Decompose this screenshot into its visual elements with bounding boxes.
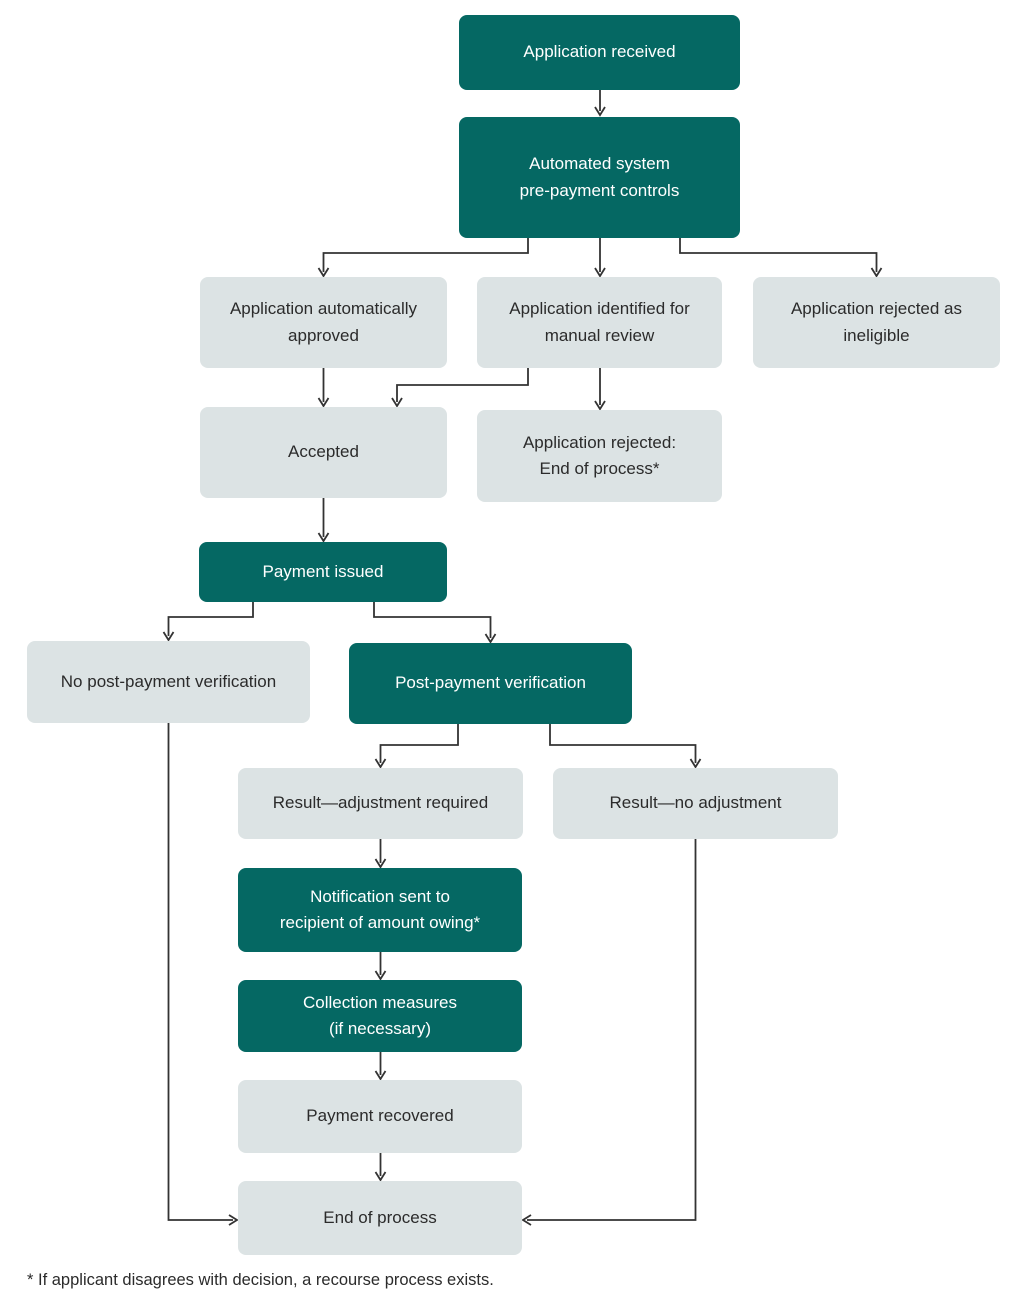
node-end-of-process: End of process [238,1181,522,1255]
node-label: End of process [323,1207,437,1227]
node-rejected-ineligible: Application rejected as ineligible [753,277,1000,368]
node-post-payment-verification: Post-payment verification [349,643,632,724]
node-label: Application received [523,42,676,62]
node-label: No post-payment verification [60,671,277,691]
node-label: Automated system pre-payment controls [519,154,680,200]
node-label: Notification sent to recipient of amount… [279,886,481,932]
node-manual-review: Application identified for manual review [477,277,722,368]
node-collection-measures: Collection measures (if necessary) [238,980,522,1052]
node-automated-prepayment-controls: Automated system pre-payment controls [459,117,740,238]
node-no-post-payment-verification: No post-payment verification [27,641,310,723]
node-label: Payment recovered [306,1106,454,1126]
arrow-connector [373,602,497,644]
node-notification-sent: Notification sent to recipient of amount… [238,868,522,952]
node-label: Payment issued [262,561,384,581]
node-payment-issued: Payment issued [199,542,447,602]
node-label: Result—no adjustment [609,793,782,813]
arrow-connector [317,238,529,278]
node-label: Application automatically approved [229,299,418,345]
arrow-connector [679,238,883,278]
arrow-connector [549,724,702,769]
node-label: Collection measures (if necessary) [302,992,457,1038]
node-label: Post-payment verification [395,673,586,693]
node-application-received: Application received [459,15,740,90]
node-label: Application rejected as ineligible [790,299,963,345]
arrow-connector [374,724,459,769]
node-payment-recovered: Payment recovered [238,1080,522,1153]
node-label: Result—adjustment required [272,793,489,813]
node-label: Application identified for manual review [509,299,690,345]
arrow-connector [167,723,239,1226]
node-result-adjustment-required: Result—adjustment required [238,768,523,839]
node-result-no-adjustment: Result—no adjustment [553,768,838,839]
node-auto-approved: Application automatically approved [200,277,447,368]
arrow-connector [391,368,529,408]
node-accepted: Accepted [200,407,447,498]
arrow-connector [162,602,254,642]
node-label: Accepted [288,442,359,462]
arrow-connector [521,839,697,1226]
footnote: * If applicant disagrees with decision, … [27,1271,494,1289]
node-rejected-end-of-process: Application rejected: End of process* [477,410,722,502]
node-label: Application rejected: End of process* [522,432,677,478]
